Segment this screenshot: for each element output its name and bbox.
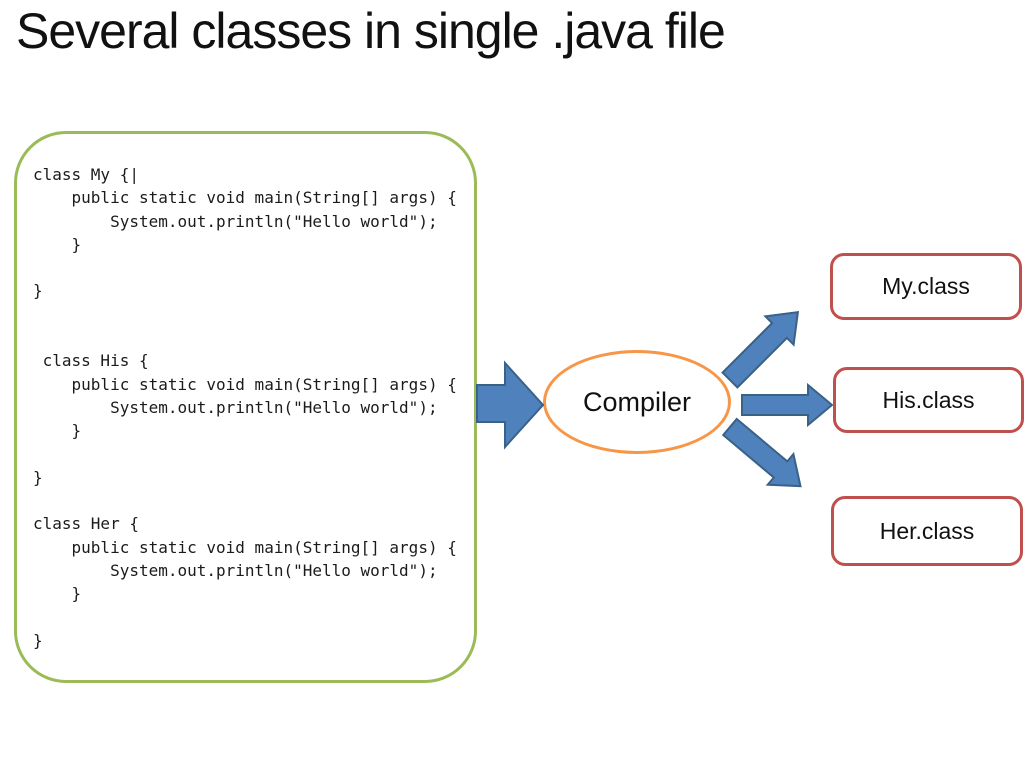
compiler-to-her-arrow-icon (721, 417, 802, 488)
slide-title: Several classes in single .java file (16, 3, 726, 59)
compiler-to-my-arrow-icon (721, 310, 800, 389)
output-box-my-class: My.class (830, 253, 1022, 320)
compiler-node: Compiler (543, 350, 731, 454)
output-label-her-class: Her.class (879, 517, 975, 544)
java-source-panel: class My {| public static void main(Stri… (14, 131, 477, 683)
output-box-his-class: His.class (833, 367, 1024, 433)
compiler-label: Compiler (582, 386, 692, 417)
output-label-my-class: My.class (882, 273, 970, 299)
compiler-to-his-arrow-icon (741, 382, 834, 428)
output-box-her-class: Her.class (831, 496, 1023, 566)
source-to-compiler-arrow-icon (476, 360, 545, 450)
output-label-his-class: His.class (882, 386, 975, 413)
java-source-code: class My {| public static void main(Stri… (33, 165, 457, 650)
